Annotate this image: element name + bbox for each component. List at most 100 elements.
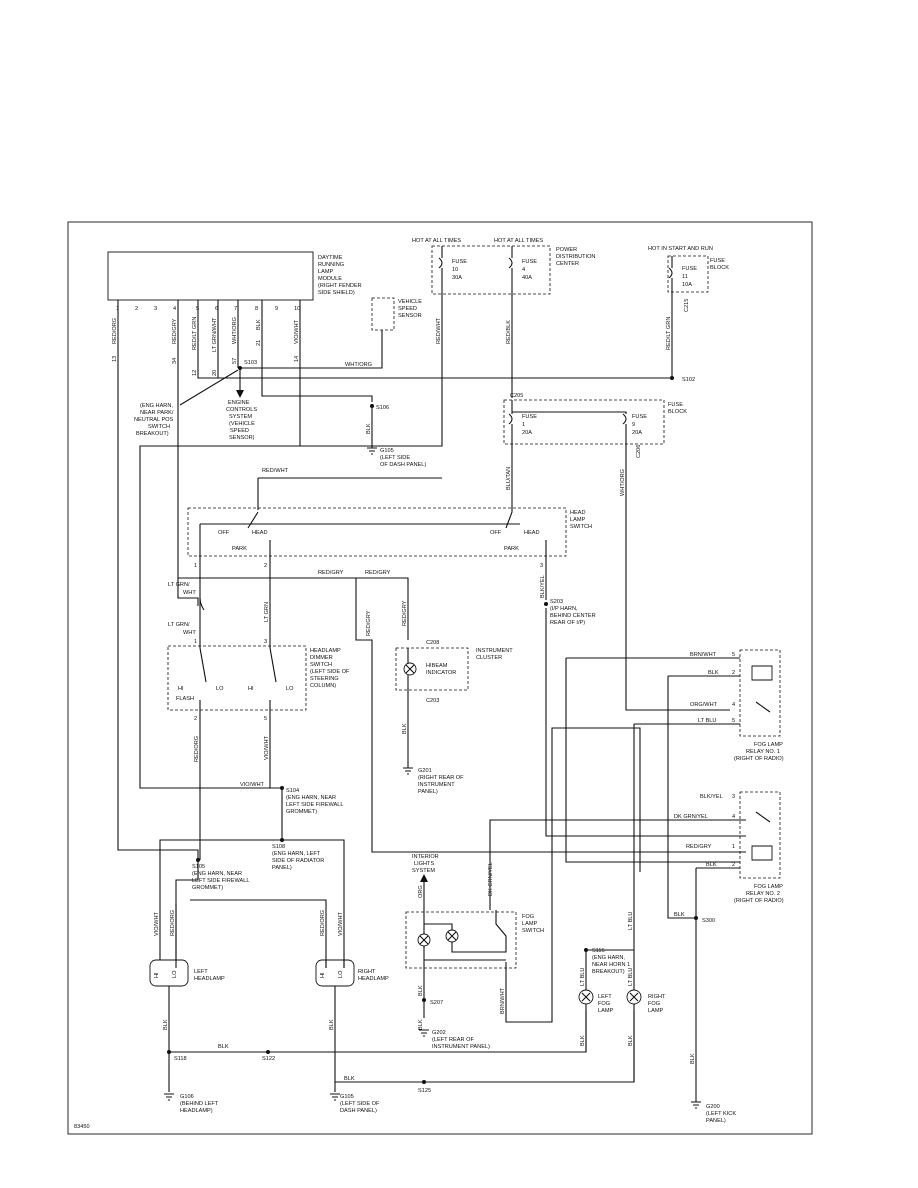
svg-text:HOT AT ALL TIMES: HOT AT ALL TIMES bbox=[494, 238, 543, 244]
svg-text:LEFT SIDE FIREWALL: LEFT SIDE FIREWALL bbox=[192, 878, 250, 884]
splice-s103: S103 bbox=[244, 360, 257, 366]
svg-text:HI: HI bbox=[154, 972, 160, 978]
wire-red-org: RED/ORG bbox=[112, 318, 118, 344]
drl-label-1: DAYTIME bbox=[318, 255, 343, 261]
diagram-frame bbox=[67, 221, 813, 1135]
wire-lt-grn: LT GRN/ bbox=[168, 582, 190, 588]
ground-g105b: G105 bbox=[340, 1094, 354, 1100]
ground-g106-icon bbox=[164, 1093, 174, 1101]
splice-s104: S104 bbox=[286, 788, 299, 794]
svg-text:HOT IN START AND RUN: HOT IN START AND RUN bbox=[648, 246, 713, 252]
svg-text:NEUTRAL POS: NEUTRAL POS bbox=[134, 417, 174, 423]
pin: 4 bbox=[732, 702, 735, 708]
svg-text:(LEFT SIDE OF: (LEFT SIDE OF bbox=[340, 1101, 380, 1107]
wire-blk: BLK bbox=[708, 670, 719, 676]
svg-text:HIBEAM: HIBEAM bbox=[426, 663, 448, 669]
svg-text:20A: 20A bbox=[632, 430, 642, 436]
svg-text:CONTROLS: CONTROLS bbox=[226, 407, 257, 413]
wire-blk-2: BLK bbox=[418, 1019, 424, 1030]
svg-text:PARK: PARK bbox=[504, 546, 519, 552]
wire-lt-blu-2: LT BLU bbox=[580, 968, 586, 986]
svg-text:GROMMET): GROMMET) bbox=[192, 885, 223, 891]
svg-text:(RIGHT REAR OF: (RIGHT REAR OF bbox=[418, 775, 464, 781]
svg-text:INDICATOR: INDICATOR bbox=[426, 670, 456, 676]
wire-red-gry-2: RED/GRY bbox=[365, 570, 391, 576]
pin: 3 bbox=[732, 794, 735, 800]
pin: 2 bbox=[194, 716, 197, 722]
svg-text:DIMMER: DIMMER bbox=[310, 655, 333, 661]
wire-red-gry-3: RED/GRY bbox=[366, 610, 372, 636]
wire-blu-tan: BLU/TAN bbox=[506, 467, 512, 490]
drl-label-5: (RIGHT FENDER bbox=[318, 283, 362, 289]
wire-blk: BLK bbox=[218, 1044, 229, 1050]
svg-text:HI: HI bbox=[248, 686, 254, 692]
splice-s125: S125 bbox=[418, 1088, 431, 1094]
svg-text:BLK: BLK bbox=[329, 1019, 335, 1030]
svg-text:COLUMN): COLUMN) bbox=[310, 683, 336, 689]
svg-text:HEAD: HEAD bbox=[252, 530, 268, 536]
svg-text:SWITCH: SWITCH bbox=[148, 424, 170, 430]
wire-org-wht: ORG/WHT bbox=[690, 702, 718, 708]
wire-lt-blu: LT BLU bbox=[628, 912, 634, 930]
splice-s106: S106 bbox=[376, 405, 389, 411]
right-headlamp: RED/ORG VIO/WHT HI LO RIGHT HEADLAMP BLK bbox=[315, 910, 389, 1092]
ground-g200: G200 bbox=[706, 1104, 720, 1110]
wire-wht: WHT bbox=[183, 590, 196, 596]
svg-text:(ENG HARN,: (ENG HARN, bbox=[140, 403, 173, 409]
wire-lt-blu: LT BLU bbox=[698, 718, 716, 724]
svg-text:LAMP: LAMP bbox=[570, 517, 586, 523]
svg-text:LEFT: LEFT bbox=[598, 994, 612, 1000]
circuit-13: 13 bbox=[112, 356, 118, 362]
svg-text:OFF: OFF bbox=[218, 530, 230, 536]
wire-blk: BLK bbox=[580, 1035, 586, 1046]
svg-text:FOG: FOG bbox=[598, 1001, 610, 1007]
splice-s102: S102 bbox=[682, 377, 695, 383]
ground-g202-icon bbox=[419, 1029, 429, 1037]
svg-text:ENGINE: ENGINE bbox=[228, 400, 250, 406]
fuse-icon bbox=[438, 257, 443, 269]
relay-wires bbox=[565, 657, 740, 1102]
splice-dot bbox=[422, 1080, 426, 1084]
svg-text:PANEL): PANEL) bbox=[706, 1118, 726, 1124]
fuse-icon bbox=[622, 413, 627, 425]
svg-text:DASH PANEL): DASH PANEL) bbox=[340, 1108, 377, 1114]
wire-wht-org: WHT/ORG bbox=[232, 317, 238, 344]
svg-text:BREAKOUT): BREAKOUT) bbox=[592, 969, 625, 975]
pin: 1 bbox=[194, 639, 197, 645]
wire-red-lt-grn: RED/LT GRN bbox=[666, 317, 672, 350]
wire-lt-grn-wht: LT GRN/WHT bbox=[212, 317, 218, 352]
power-distribution-center: HOT AT ALL TIMES HOT AT ALL TIMES POWER … bbox=[412, 238, 595, 295]
wire-dk-grn-yel: DK GRN/YEL bbox=[488, 862, 494, 896]
svg-text:BLOCK: BLOCK bbox=[668, 409, 687, 415]
drl-pin: 7 bbox=[234, 306, 237, 312]
drl-pin: 10 bbox=[294, 306, 300, 312]
fog-lamp-relay-2: FOG LAMP RELAY NO. 2 (RIGHT OF RADIO) bbox=[734, 791, 784, 904]
svg-text:INSTRUMENT: INSTRUMENT bbox=[418, 782, 455, 788]
dimmer-internals bbox=[199, 647, 277, 683]
svg-text:(ENG HARN,: (ENG HARN, bbox=[592, 955, 625, 961]
drl-label-2: RUNNING bbox=[318, 262, 344, 268]
svg-text:PARK: PARK bbox=[232, 546, 247, 552]
svg-text:CLUSTER: CLUSTER bbox=[476, 655, 502, 661]
fuse-block-top: HOT IN START AND RUN FUSE 11 10A FUSE BL… bbox=[648, 246, 729, 293]
svg-text:HEADLAMP: HEADLAMP bbox=[358, 976, 389, 982]
ground-g106: G106 bbox=[180, 1094, 194, 1100]
fog-lamp-relay-1: FOG LAMP RELAY NO. 1 (RIGHT OF RADIO) bbox=[734, 649, 784, 762]
svg-text:10: 10 bbox=[452, 267, 458, 273]
ground-g200-icon bbox=[691, 1101, 701, 1109]
vehicle-speed-sensor: VEHICLE SPEED SENSOR bbox=[371, 297, 422, 331]
splice-dot bbox=[694, 916, 698, 920]
svg-text:(VEHICLE: (VEHICLE bbox=[229, 421, 255, 427]
splice-dot bbox=[544, 602, 548, 606]
splice-s118: S118 bbox=[174, 1056, 187, 1062]
svg-text:HEADLAMP: HEADLAMP bbox=[194, 976, 225, 982]
pin: 3 bbox=[264, 639, 267, 645]
drl-pin: 3 bbox=[154, 306, 157, 312]
ground-g105a: G105 bbox=[380, 448, 394, 454]
headlamp-dimmer-switch: HEADLAMP DIMMER SWITCH (LEFT SIDE OF STE… bbox=[167, 645, 350, 711]
engine-controls-label: ENGINE CONTROLS SYSTEM (VEHICLE SPEED SE… bbox=[226, 400, 257, 441]
head-switch-output-wires bbox=[199, 562, 746, 860]
splice-dot bbox=[266, 1050, 270, 1054]
svg-text:LAMP: LAMP bbox=[648, 1008, 664, 1014]
